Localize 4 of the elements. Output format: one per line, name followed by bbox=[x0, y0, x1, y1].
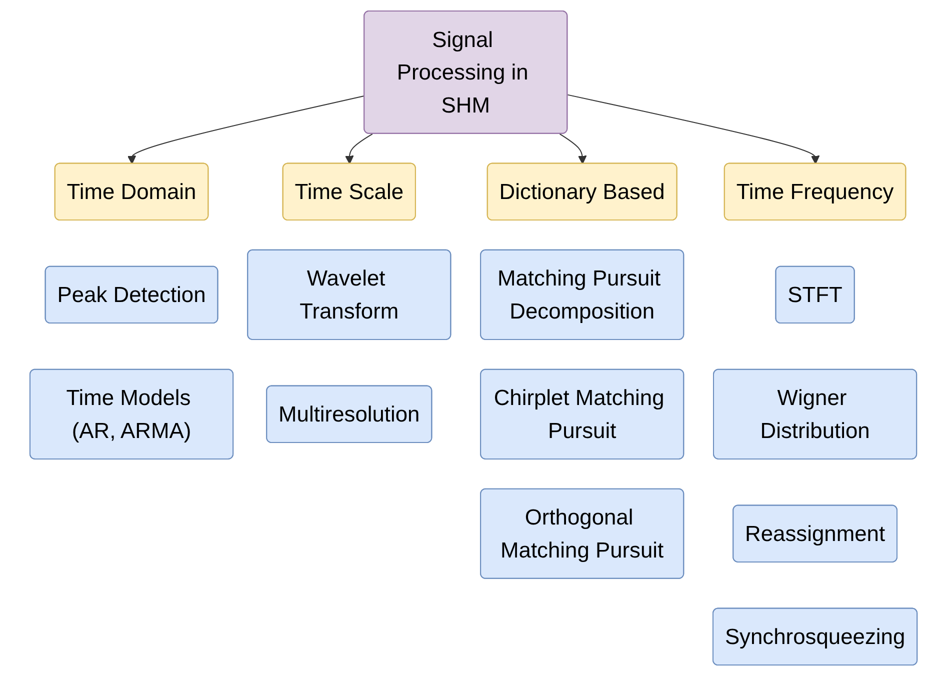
arrow bbox=[345, 133, 374, 164]
arrow bbox=[128, 95, 366, 164]
arrow bbox=[568, 94, 820, 164]
arrow bbox=[560, 133, 588, 164]
